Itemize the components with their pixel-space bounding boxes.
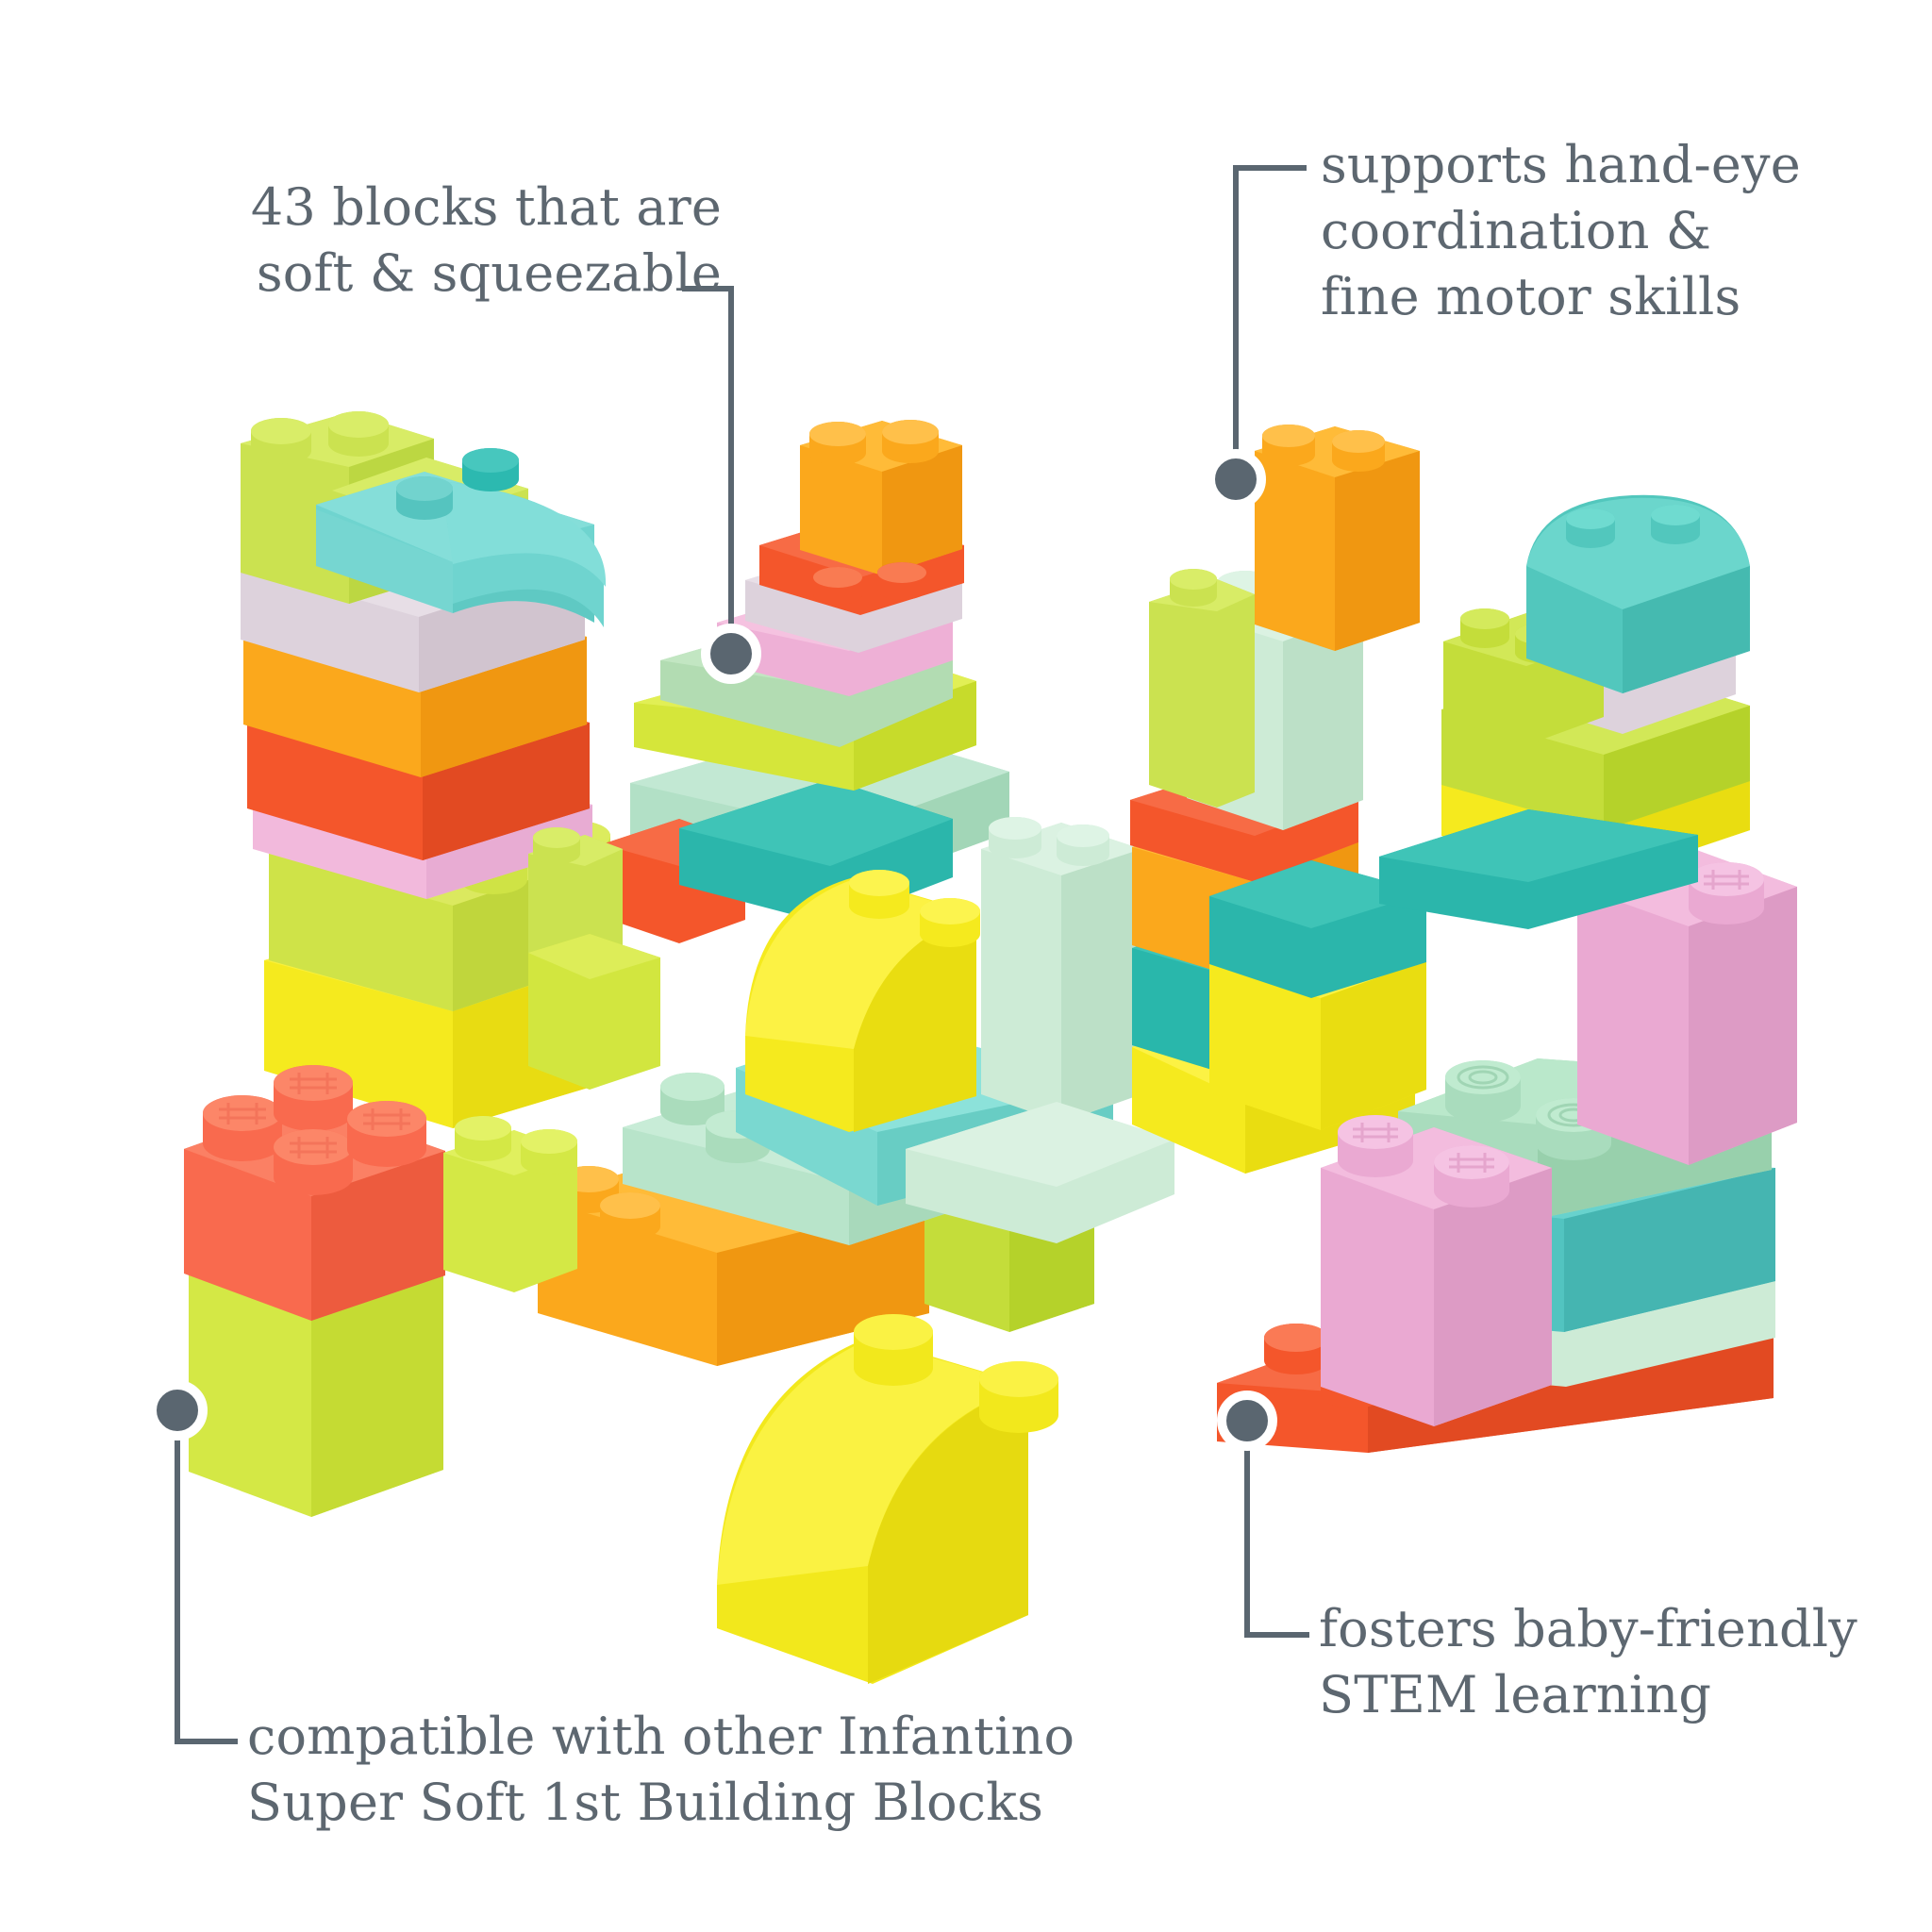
block-cluster-bottom-right [1209,809,1797,1453]
stud [1460,608,1509,648]
block-tower-center-top [602,420,1009,943]
stud [274,1065,353,1131]
stud [809,422,866,465]
block-palemint-tall-center [981,817,1141,1123]
stud [1057,824,1109,866]
callout-text-blocks-count: 43 blocks that are soft & squeezable [250,177,722,304]
block-tealwide-bottomright [1379,809,1698,929]
stud [462,448,519,491]
block-orange-top-center [800,420,962,575]
stud [1262,425,1315,466]
stud [854,1314,933,1386]
stud [660,1073,724,1125]
stud [1264,1324,1328,1374]
stud [1170,569,1217,607]
stud [347,1101,426,1167]
stud [600,1192,660,1240]
stud [920,898,980,947]
stud [849,870,909,919]
block-lime-right-bottomleft [443,1116,577,1292]
block-stack-bottom-left [184,1065,577,1517]
stud [1332,430,1385,472]
stud [203,1095,282,1161]
block-yellow-slope-bottom-center [717,1314,1058,1684]
callout-text-compatible: compatible with other Infantino Super So… [247,1707,1075,1833]
block-orange-studs-center [813,562,926,605]
stud [521,1129,577,1174]
block-pink-front-bottomright [1321,1115,1552,1426]
stud [882,420,939,463]
block-yellow-dome-center [745,870,980,1132]
stud [877,562,926,600]
block-pink-tall-bottomright [1577,832,1797,1165]
stud [1651,505,1700,544]
stud [1566,508,1615,548]
stud [813,567,862,605]
stud [1689,862,1764,924]
callout-text-stem: fosters baby-friendly STEM learning [1319,1599,1857,1725]
stud [455,1116,511,1161]
stud [1338,1115,1413,1177]
stud [989,817,1041,858]
block-palemint-slab-center [906,1102,1174,1243]
stud [1445,1060,1521,1123]
block-cluster-center [528,817,1174,1366]
block-coral-bottom-left [184,1065,445,1321]
block-teal-slope-left [316,448,607,627]
stud [251,418,311,464]
block-chartreuse-left-center [528,934,660,1090]
block-lime-rightcenter [1149,569,1255,808]
stud [396,476,453,520]
block-teal-upper-bottomright [1209,860,1426,998]
block-teal-dome-right [1526,494,1750,693]
stud [328,411,389,457]
stud [1434,1145,1509,1208]
stud [979,1361,1058,1433]
callout-text-hand-eye: supports hand-eye coordination & fine mo… [1321,135,1801,327]
stud [533,827,580,864]
stud [274,1129,353,1195]
block-orange-top-rightcenter [1255,425,1420,651]
